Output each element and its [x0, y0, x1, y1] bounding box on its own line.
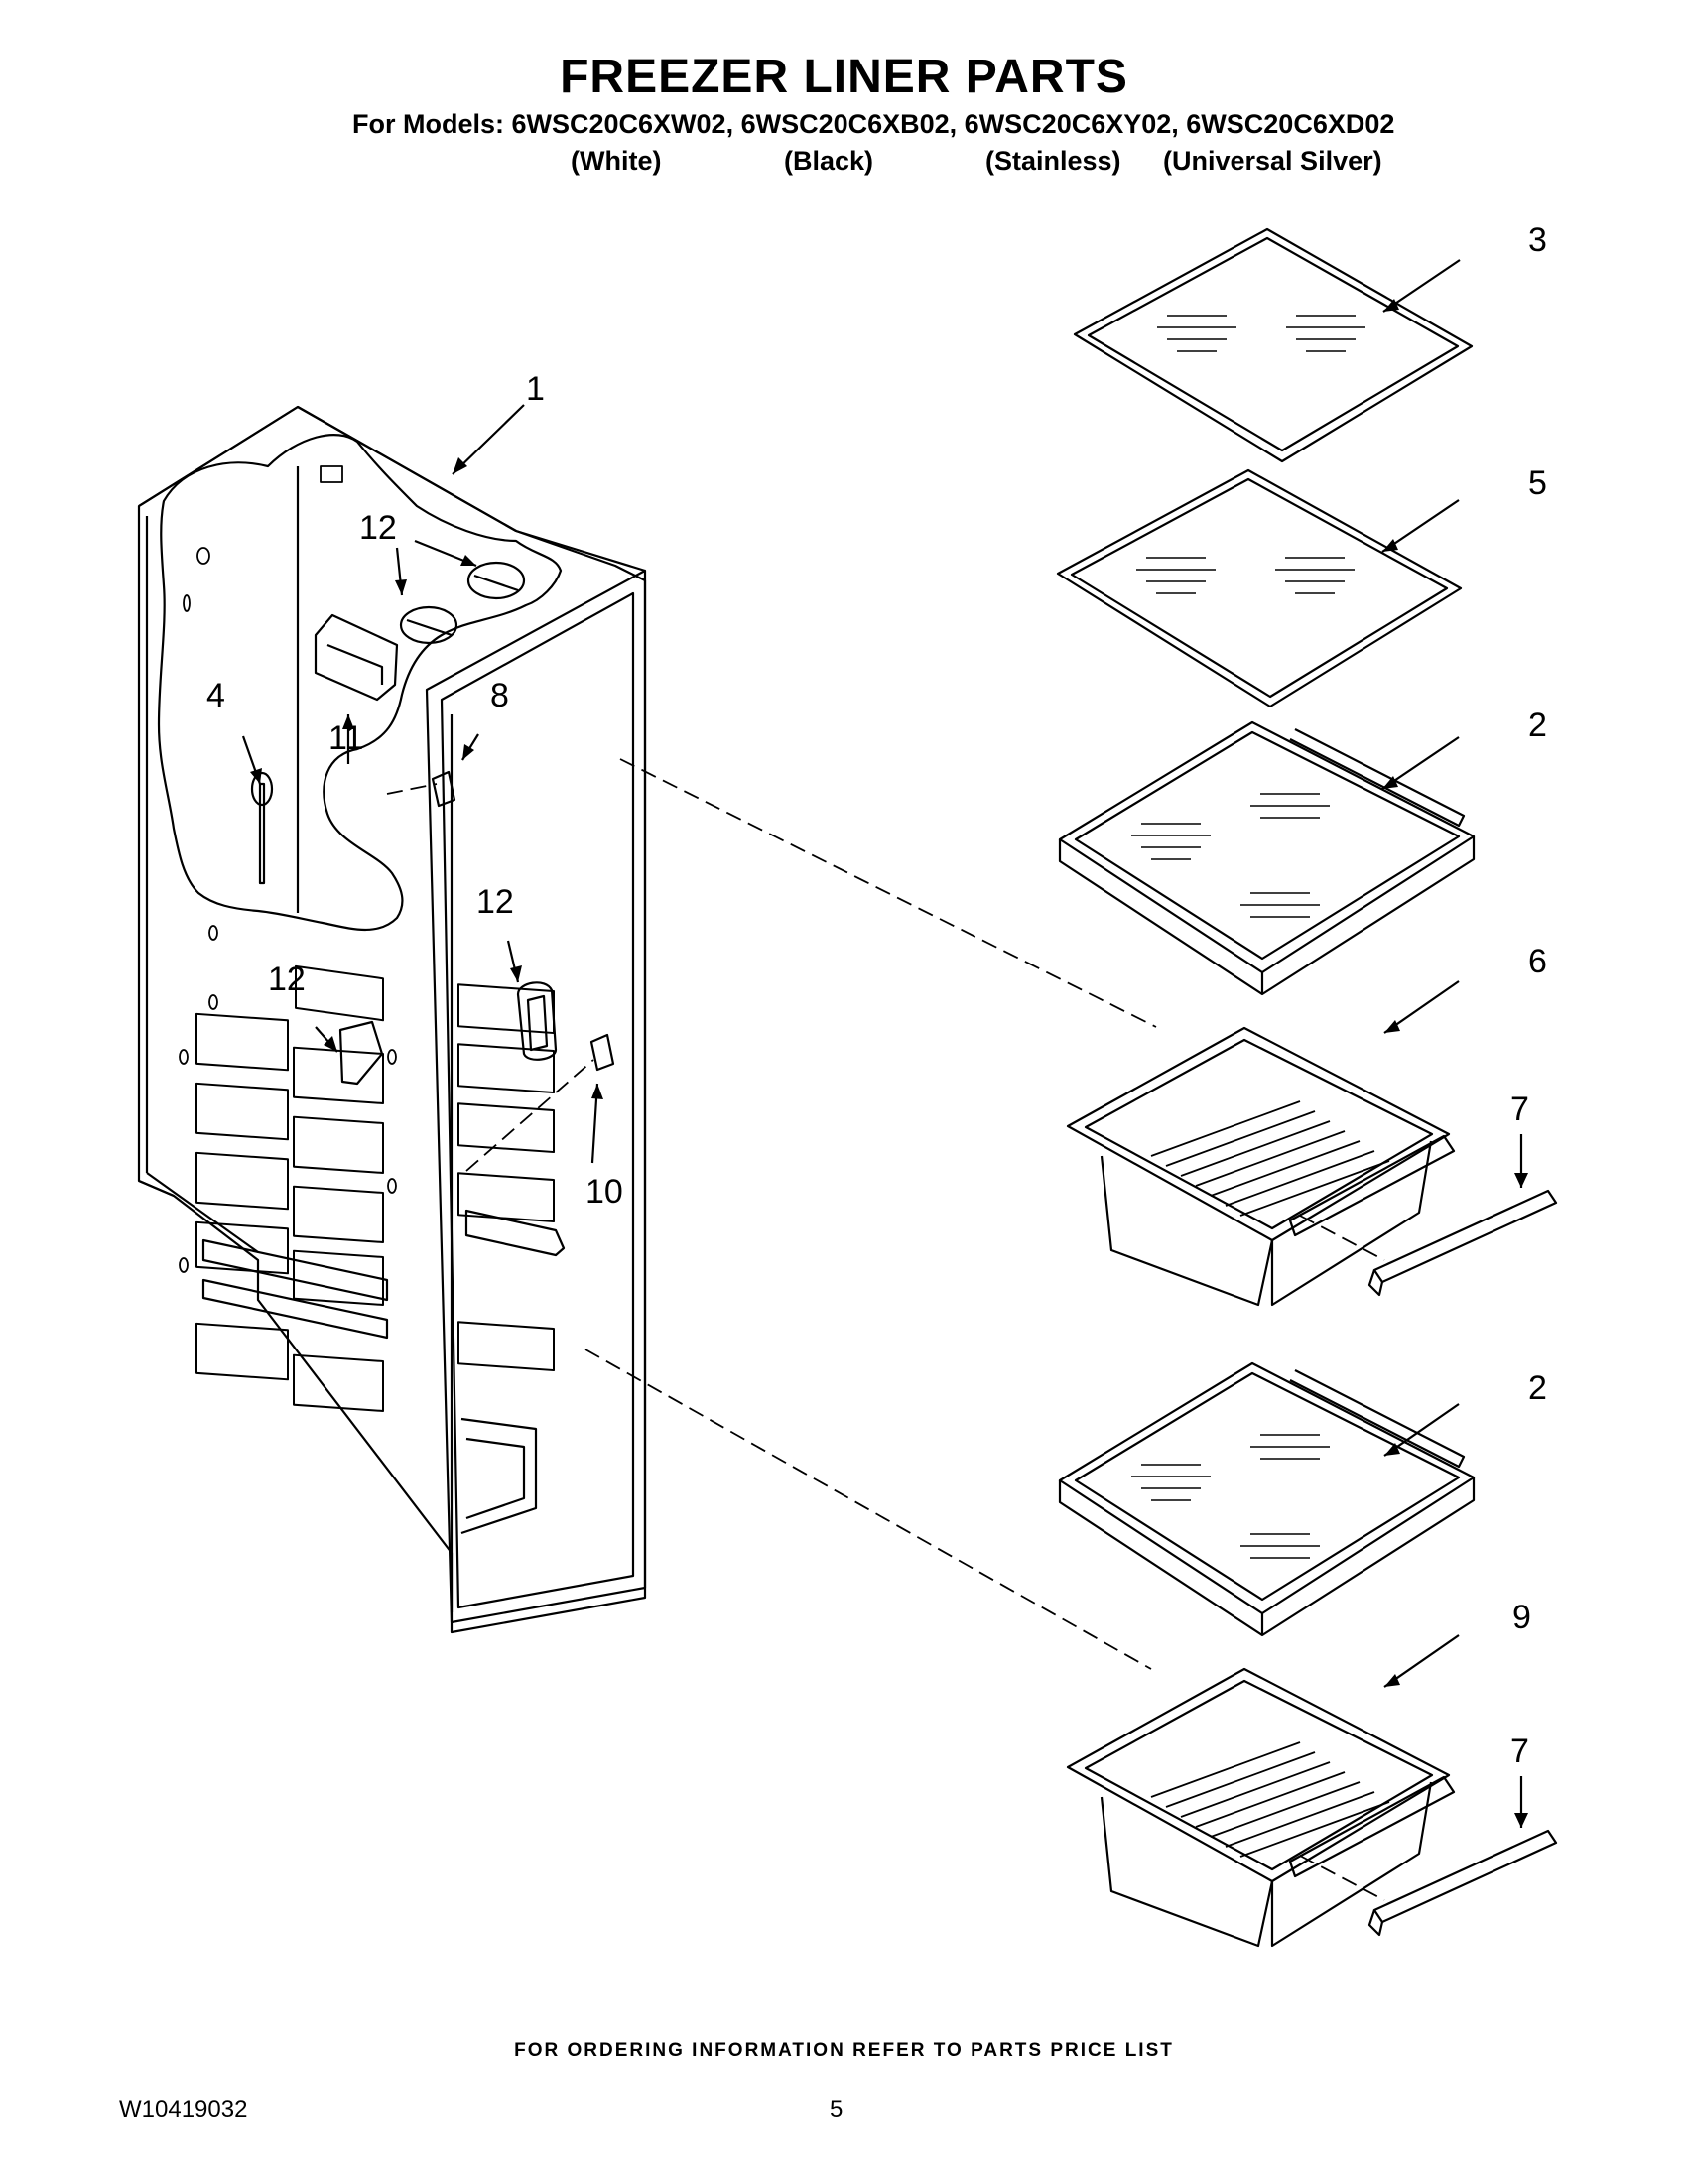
callout-10: 10	[585, 1173, 623, 1211]
page-number: 5	[830, 2096, 844, 2122]
glass-shelf-3-drawing	[1073, 227, 1474, 463]
variant-black: (Black)	[784, 146, 874, 176]
callout-8: 8	[490, 677, 509, 714]
assembly-lines	[386, 758, 1385, 1901]
callout-3: 3	[1528, 221, 1547, 259]
framed-shelf-2-lower-drawing	[1058, 1361, 1476, 1637]
callout-11: 11	[328, 719, 363, 757]
framed-shelf-2-upper-drawing	[1058, 720, 1476, 996]
trim-strip-7-lower-drawing	[1367, 1829, 1558, 1937]
callout-7-lower: 7	[1510, 1733, 1529, 1770]
callout-12-left: 12	[268, 961, 306, 998]
callout-12-right: 12	[476, 883, 514, 921]
arrowheads	[250, 299, 1528, 1828]
variant-universal-silver: (Universal Silver)	[1163, 146, 1382, 176]
callout-4: 4	[206, 677, 225, 714]
callout-2-lower: 2	[1528, 1369, 1547, 1407]
document-number: W10419032	[119, 2096, 248, 2122]
variant-stainless: (Stainless)	[985, 146, 1121, 176]
callout-5: 5	[1528, 464, 1547, 502]
variant-white: (White)	[571, 146, 662, 176]
callout-1: 1	[526, 370, 545, 408]
callout-9: 9	[1512, 1599, 1531, 1636]
drawer-9-drawing	[1066, 1667, 1456, 1948]
page-title: FREEZER LINER PARTS	[560, 51, 1128, 103]
callout-12-top: 12	[359, 509, 397, 547]
models-line: For Models: 6WSC20C6XW02, 6WSC20C6XB02, …	[352, 109, 1395, 139]
glass-shelf-5-drawing	[1056, 468, 1463, 708]
freezer-liner-drawing	[137, 405, 647, 1634]
callout-labels: 1 2 2 3 4 5 6 7 7 8 9 10 11 12 12 12	[206, 221, 1547, 1770]
drawer-6-drawing	[1066, 1026, 1456, 1307]
callout-2-upper: 2	[1528, 707, 1547, 744]
ordering-note: FOR ORDERING INFORMATION REFER TO PARTS …	[514, 2040, 1174, 2061]
callout-6: 6	[1528, 943, 1547, 980]
callout-7-upper: 7	[1510, 1091, 1529, 1128]
trim-strip-7-upper-drawing	[1367, 1189, 1558, 1297]
